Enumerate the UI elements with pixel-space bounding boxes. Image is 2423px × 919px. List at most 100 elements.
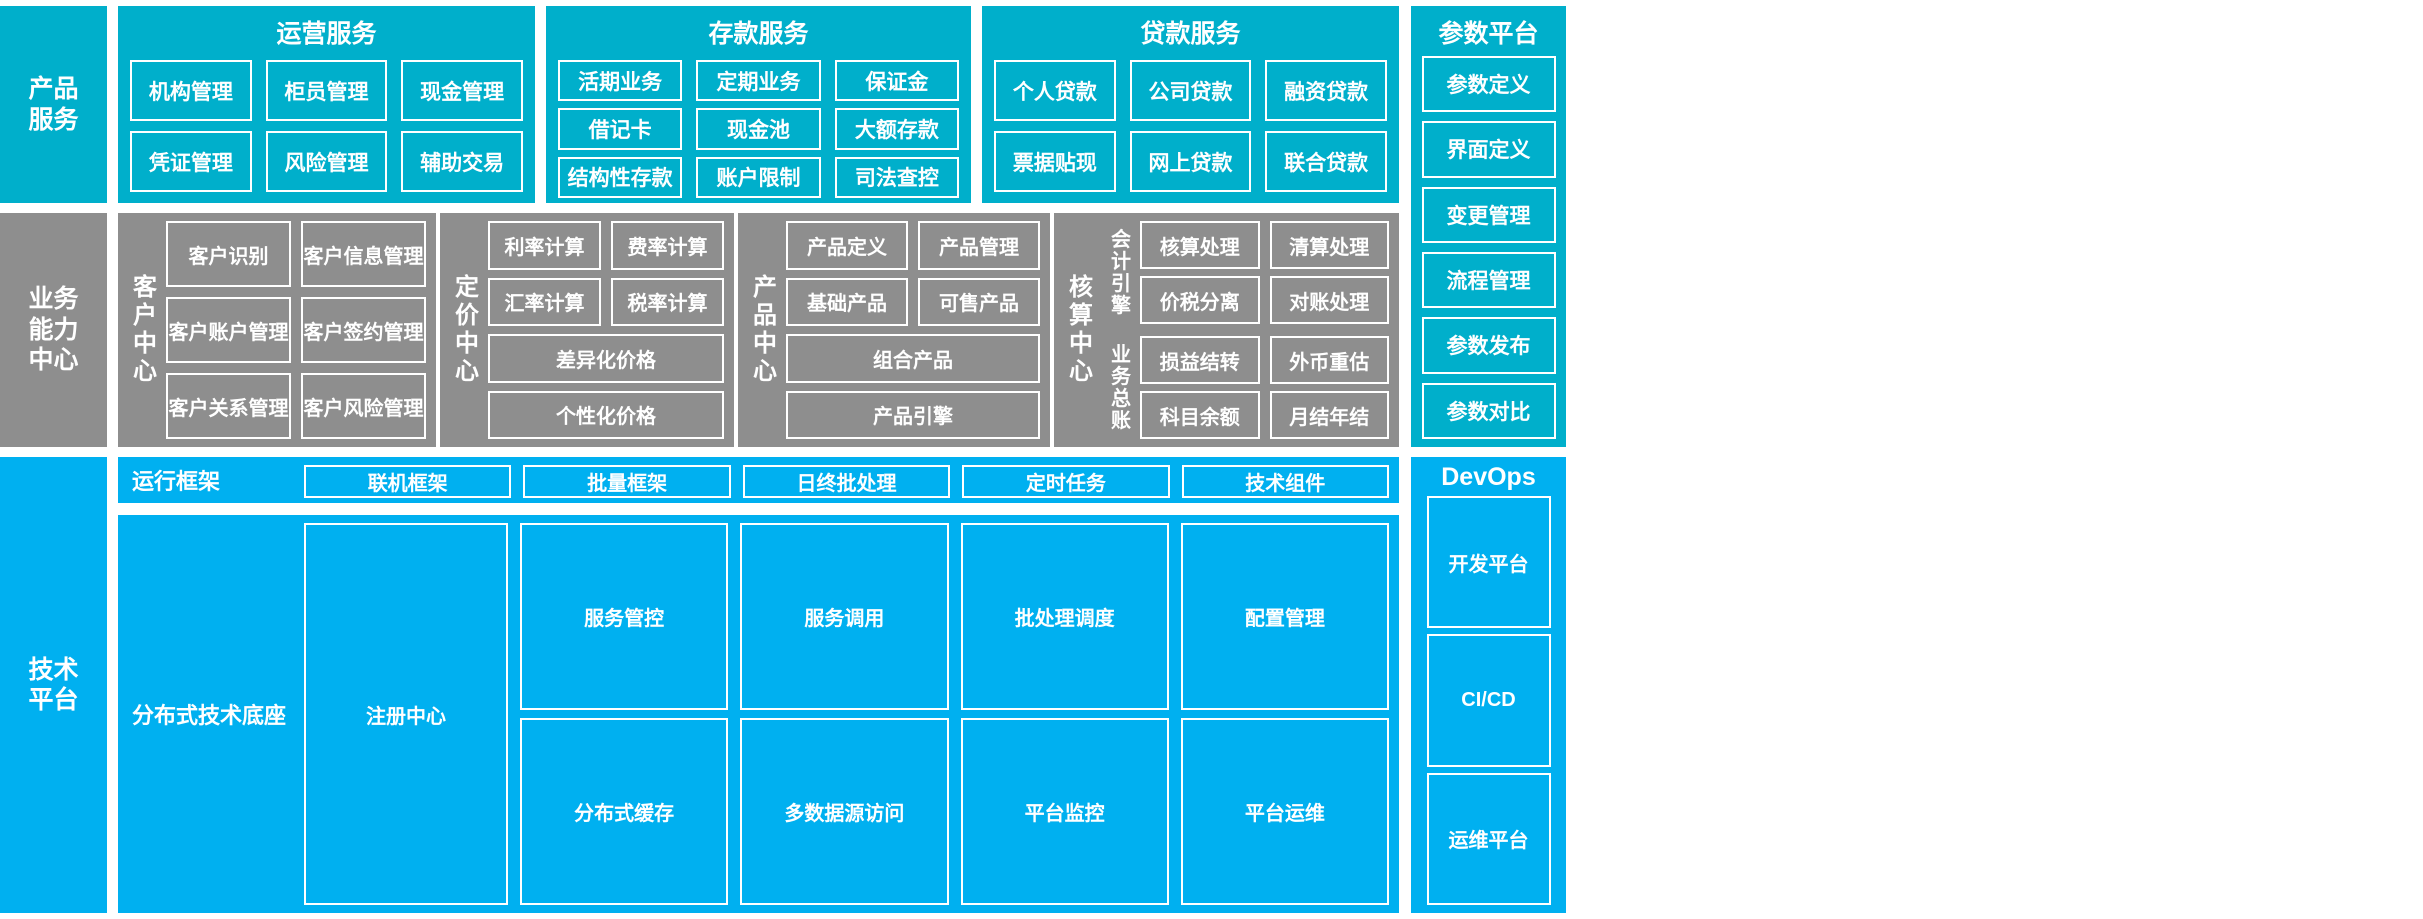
center-item[interactable]: 客户关系管理 bbox=[166, 373, 291, 439]
vlabel-char: 引 bbox=[1111, 272, 1131, 295]
tech-item[interactable]: 多数据源访问 bbox=[740, 718, 949, 905]
vlabel-char: 心 bbox=[753, 357, 777, 385]
service-item[interactable]: 定期业务 bbox=[696, 60, 821, 102]
service-item[interactable]: 柜员管理 bbox=[265, 60, 388, 121]
param-item[interactable]: 变更管理 bbox=[1421, 186, 1556, 243]
center-item[interactable]: 客户信息管理 bbox=[301, 221, 426, 287]
vlabel-char: 计 bbox=[1111, 250, 1131, 273]
center-item[interactable]: 汇率计算 bbox=[488, 277, 601, 326]
vlabel-char: 心 bbox=[1069, 357, 1093, 385]
devops-item[interactable]: CI/CD bbox=[1426, 634, 1551, 767]
center-item[interactable]: 产品管理 bbox=[918, 221, 1040, 270]
center-item[interactable]: 核算处理 bbox=[1140, 221, 1260, 269]
tech-item[interactable]: 分布式缓存 bbox=[520, 718, 729, 905]
service-item[interactable]: 结构性存款 bbox=[558, 156, 683, 198]
band-label-line: 服务 bbox=[28, 105, 79, 134]
group-loan-services: 贷款服务 个人贷款 公司贷款 融资贷款 票据贴现 网上贷款 联合贷款 bbox=[982, 6, 1399, 203]
param-item[interactable]: 参数定义 bbox=[1421, 56, 1556, 113]
vlabel-char: 心 bbox=[133, 357, 157, 385]
band-label-line: 产品 bbox=[28, 75, 79, 103]
center-item[interactable]: 费率计算 bbox=[611, 221, 724, 270]
param-item[interactable]: 流程管理 bbox=[1421, 251, 1556, 309]
band-label-product-services: 产品 服务 bbox=[0, 6, 107, 203]
devops-item[interactable]: 开发平台 bbox=[1426, 496, 1551, 629]
band-label-technical-platform: 技术 平台 bbox=[0, 457, 107, 913]
tech-item[interactable]: 平台运维 bbox=[1180, 718, 1389, 905]
tech-item[interactable]: 批处理调度 bbox=[960, 523, 1169, 710]
service-item[interactable]: 凭证管理 bbox=[130, 131, 252, 192]
service-item[interactable]: 保证金 bbox=[834, 60, 959, 102]
center-item[interactable]: 损益结转 bbox=[1140, 336, 1260, 384]
service-item[interactable]: 票据贴现 bbox=[994, 131, 1116, 192]
center-item[interactable]: 科目余额 bbox=[1140, 391, 1260, 439]
band-runtime-framework: 运行框架 联机框架 批量框架 日终批处理 定时任务 技术组件 bbox=[118, 457, 1399, 503]
service-item[interactable]: 活期业务 bbox=[558, 60, 683, 102]
tech-item[interactable]: 服务调用 bbox=[740, 523, 949, 710]
tech-item[interactable]: 联机框架 bbox=[304, 465, 512, 498]
service-item[interactable]: 辅助交易 bbox=[401, 131, 523, 192]
vlabel-char: 户 bbox=[133, 302, 157, 330]
band-label-line: 中心 bbox=[28, 346, 79, 375]
service-item[interactable]: 司法查控 bbox=[834, 156, 959, 198]
vlabel-char: 业 bbox=[1111, 343, 1131, 366]
center-item[interactable]: 利率计算 bbox=[488, 221, 601, 270]
vlabel-char: 中 bbox=[455, 330, 479, 357]
service-item[interactable]: 融资贷款 bbox=[1265, 60, 1387, 121]
tech-item[interactable]: 技术组件 bbox=[1181, 465, 1389, 498]
center-item[interactable]: 客户签约管理 bbox=[301, 297, 426, 363]
center-item[interactable]: 产品定义 bbox=[786, 221, 908, 270]
vlabel-char: 擎 bbox=[1111, 294, 1131, 317]
tech-item[interactable]: 日终批处理 bbox=[742, 465, 951, 498]
service-item[interactable]: 现金池 bbox=[696, 108, 821, 150]
service-item[interactable]: 联合贷款 bbox=[1265, 131, 1387, 192]
service-item[interactable]: 大额存款 bbox=[834, 108, 959, 150]
sub-block-business-ledger: 业 务 总 账 损益结转 外币重估 科目余额 月结年结 bbox=[1102, 336, 1389, 439]
devops-item[interactable]: 运维平台 bbox=[1426, 772, 1551, 905]
sub-block-accounting-engine: 会 计 引 擎 核算处理 清算处理 价税分离 对账处理 bbox=[1102, 221, 1389, 324]
center-item[interactable]: 基础产品 bbox=[786, 277, 908, 326]
center-name-product: 产 品 中 心 bbox=[744, 274, 786, 385]
service-item[interactable]: 现金管理 bbox=[401, 60, 523, 121]
service-item[interactable]: 借记卡 bbox=[558, 108, 683, 150]
service-item[interactable]: 公司贷款 bbox=[1129, 60, 1252, 121]
band-label: 运行框架 bbox=[132, 469, 221, 494]
center-item[interactable]: 对账处理 bbox=[1269, 276, 1389, 324]
center-product: 产 品 中 心 产品定义 产品管理 基础产品 可售产品 组合产品 产品引擎 bbox=[738, 213, 1050, 447]
vlabel-char: 总 bbox=[1111, 387, 1131, 410]
vlabel-char: 客 bbox=[133, 274, 157, 302]
center-item[interactable]: 外币重估 bbox=[1269, 336, 1389, 384]
center-item[interactable]: 客户识别 bbox=[166, 221, 291, 287]
center-item[interactable]: 清算处理 bbox=[1269, 221, 1389, 269]
tech-item[interactable]: 批量框架 bbox=[523, 465, 731, 498]
service-item[interactable]: 个人贷款 bbox=[994, 60, 1116, 121]
center-item-wide[interactable]: 组合产品 bbox=[786, 334, 1040, 383]
service-item[interactable]: 机构管理 bbox=[130, 60, 252, 121]
center-item[interactable]: 税率计算 bbox=[611, 277, 724, 326]
center-item-wide[interactable]: 个性化价格 bbox=[488, 390, 724, 439]
vlabel-char: 务 bbox=[1111, 365, 1131, 388]
center-item[interactable]: 月结年结 bbox=[1269, 391, 1389, 439]
param-item[interactable]: 参数发布 bbox=[1421, 317, 1556, 374]
group-title: 贷款服务 bbox=[1140, 20, 1241, 48]
center-item[interactable]: 价税分离 bbox=[1140, 276, 1260, 324]
service-item[interactable]: 风险管理 bbox=[265, 131, 388, 192]
param-item[interactable]: 参数对比 bbox=[1421, 382, 1556, 439]
tech-item[interactable]: 平台监控 bbox=[960, 718, 1169, 905]
tech-item-registry[interactable]: 注册中心 bbox=[304, 523, 508, 905]
center-item[interactable]: 客户账户管理 bbox=[166, 297, 291, 363]
center-item[interactable]: 可售产品 bbox=[918, 277, 1040, 326]
center-item-wide[interactable]: 差异化价格 bbox=[488, 334, 724, 383]
vlabel-char: 账 bbox=[1111, 409, 1131, 432]
tech-item[interactable]: 服务管控 bbox=[520, 523, 729, 710]
tech-item[interactable]: 定时任务 bbox=[962, 465, 1170, 498]
sub-block-name-business-ledger: 业 务 总 账 bbox=[1102, 344, 1140, 432]
band-label-line: 技术 bbox=[28, 655, 79, 684]
center-name-pricing: 定 价 中 心 bbox=[446, 274, 488, 385]
center-item-wide[interactable]: 产品引擎 bbox=[786, 390, 1040, 439]
service-item[interactable]: 账户限制 bbox=[696, 156, 821, 198]
center-item[interactable]: 客户风险管理 bbox=[301, 373, 426, 439]
param-item[interactable]: 界面定义 bbox=[1421, 121, 1556, 178]
tech-item[interactable]: 配置管理 bbox=[1180, 523, 1389, 710]
service-item[interactable]: 网上贷款 bbox=[1129, 131, 1252, 192]
